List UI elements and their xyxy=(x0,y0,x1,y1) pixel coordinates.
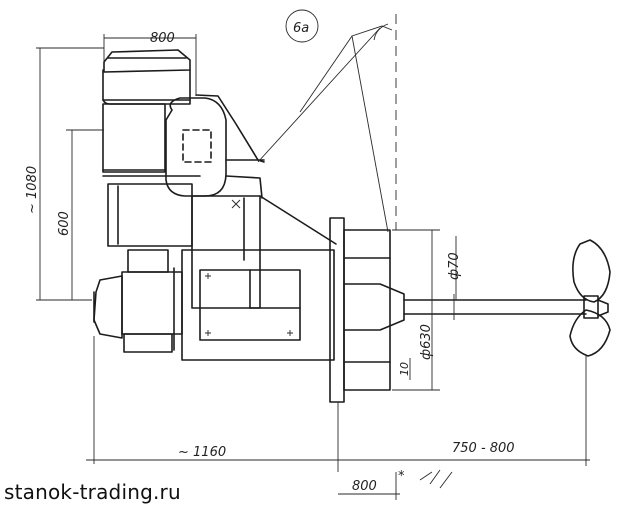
dim-shaft-dia: ф70 xyxy=(447,252,462,280)
dim-overall-length: ~ 1160 xyxy=(178,445,226,460)
watermark-text: stanok-trading.ru xyxy=(4,480,181,504)
main-body xyxy=(181,249,335,361)
motor xyxy=(102,49,201,177)
terminal-box xyxy=(165,94,265,199)
dim-asterisk: * xyxy=(398,469,405,484)
dim-total-height: ~ 1080 xyxy=(25,166,40,214)
dim-callout: 6a xyxy=(293,21,309,36)
dim-shaft-length: 750 - 800 xyxy=(452,441,515,456)
dim-gap: 10 xyxy=(398,362,411,376)
dim-bottom-width: 800 xyxy=(352,479,377,494)
drive-end xyxy=(93,249,183,353)
propeller xyxy=(569,239,611,357)
shaft xyxy=(403,294,587,320)
dimension-lines xyxy=(36,9,590,500)
dim-flange-dia: ф630 xyxy=(419,324,434,360)
flange xyxy=(329,217,405,403)
dim-lower-height: 600 xyxy=(57,211,72,236)
dim-top-width: 800 xyxy=(150,31,175,46)
gearbox xyxy=(107,183,337,309)
